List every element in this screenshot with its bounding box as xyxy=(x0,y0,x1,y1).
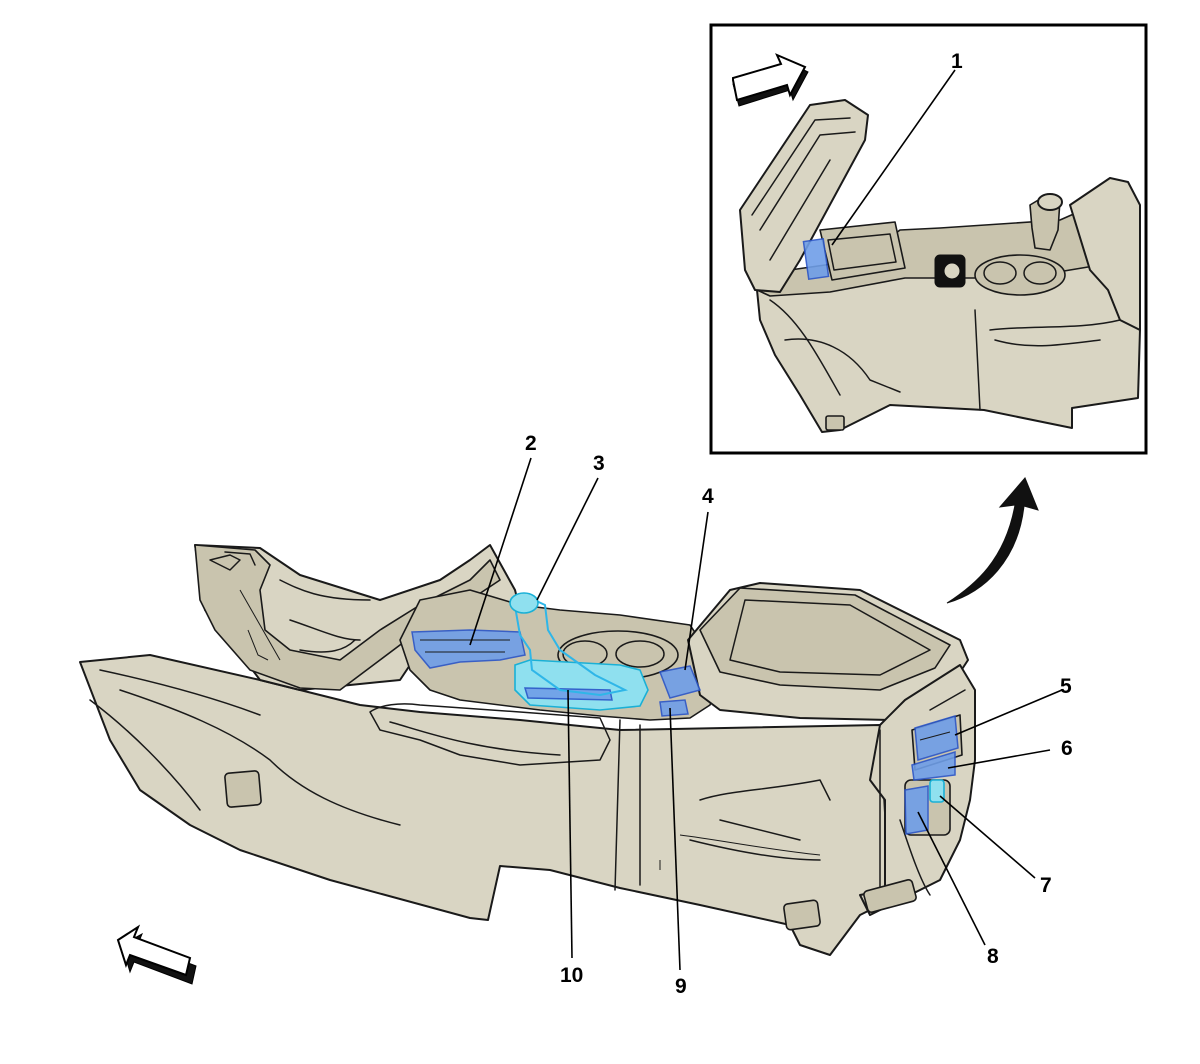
callout-5: 5 xyxy=(1060,675,1072,698)
part-8-highlight xyxy=(904,785,929,835)
inset-console-body xyxy=(739,69,1141,433)
callout-1: 1 xyxy=(951,50,963,73)
leader-line-10 xyxy=(567,689,573,959)
callout-8: 8 xyxy=(987,945,999,968)
part-4-highlight xyxy=(658,665,702,699)
callout-3: 3 xyxy=(593,452,605,475)
callout-2: 2 xyxy=(525,432,537,455)
part-9-highlight xyxy=(659,699,689,717)
leader-line-6 xyxy=(947,749,1051,769)
part-1-highlight xyxy=(802,237,830,281)
leader-line-1 xyxy=(831,69,956,246)
callout-4: 4 xyxy=(702,485,714,508)
callout-7: 7 xyxy=(1040,874,1052,897)
inset-detail-view: 1 xyxy=(709,23,1148,455)
leader-line-8 xyxy=(917,811,986,946)
front-direction-arrow-icon xyxy=(116,924,197,985)
part-6-highlight xyxy=(911,750,956,781)
lift-armrest-curved-arrow-icon xyxy=(946,477,1039,604)
part-10-highlight xyxy=(514,659,649,711)
part-7-highlight xyxy=(929,779,945,803)
leader-line-3 xyxy=(536,477,599,601)
front-direction-arrow-inset-icon xyxy=(732,53,809,107)
leader-line-7 xyxy=(939,795,1036,879)
callout-10: 10 xyxy=(560,964,583,987)
main-console-view xyxy=(79,457,1063,971)
callout-6: 6 xyxy=(1061,737,1073,760)
part-3-highlight xyxy=(514,596,629,697)
leader-line-5 xyxy=(954,689,1063,736)
callout-9: 9 xyxy=(675,975,687,998)
part-5-highlight xyxy=(914,715,959,761)
leader-line-9 xyxy=(669,707,681,971)
leader-line-4 xyxy=(684,511,709,671)
leader-line-2 xyxy=(469,457,532,646)
